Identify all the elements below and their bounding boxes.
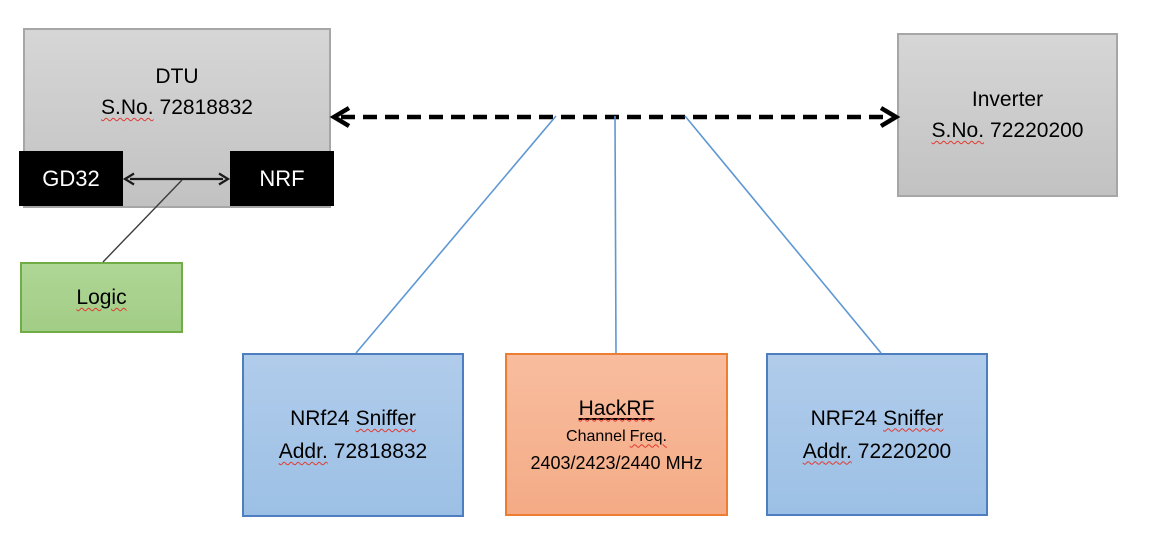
- arrowhead-left-icon: [329, 106, 351, 128]
- sniffer-right-addr-value: 72220200: [857, 439, 952, 463]
- inverter-serial-value: 72220200: [990, 119, 1084, 142]
- sniffer-right-addr-line: Addr.72220200: [803, 435, 951, 468]
- inverter-box: Inverter S.No.72220200: [897, 33, 1118, 197]
- hackrf-title: HackRF: [579, 397, 655, 420]
- tap-line-hackrf: [614, 115, 617, 354]
- inverter-serial-line: S.No.72220200: [932, 115, 1084, 146]
- hackrf-frequencies: 2403/2423/2440 MHz: [530, 452, 703, 473]
- arrowhead-right-icon: [879, 106, 901, 128]
- nrf-label: NRF: [259, 165, 305, 191]
- sniffer-right-name-word: Sniffer: [883, 406, 944, 430]
- dtu-serial-line: S.No.72818832: [101, 92, 253, 123]
- sniffer-left-addr-label: Addr.: [278, 440, 328, 463]
- hackrf-channel-prefix: Channel: [566, 427, 626, 445]
- hackrf-title-text: HackRF: [578, 396, 655, 420]
- sniffer-right-addr-label: Addr.: [802, 439, 852, 463]
- dtu-serial-label: S.No.: [101, 96, 154, 119]
- sniffer-left-name-word: Sniffer: [355, 407, 416, 430]
- hackrf-title-line: HackRF: [579, 394, 655, 424]
- sniffer-left-name-prefix: NRf24: [290, 407, 350, 430]
- nrf-chip: NRF: [230, 151, 334, 206]
- logic-label: Logic: [76, 286, 127, 309]
- inverter-serial-label: S.No.: [931, 119, 985, 142]
- sniffer-right-name-prefix: NRF24: [810, 406, 878, 430]
- logic-box: Logic: [20, 262, 183, 333]
- tap-line-sniffer-left: [355, 115, 557, 354]
- tap-line-sniffer-right: [684, 115, 882, 354]
- dtu-title: DTU: [155, 65, 199, 88]
- hackrf-channel-word: Freq.: [629, 427, 667, 445]
- inverter-title: Inverter: [971, 88, 1044, 111]
- gd32-label: GD32: [42, 165, 100, 191]
- gd32-chip: GD32: [19, 151, 123, 206]
- dtu-serial-value: 72818832: [159, 96, 253, 119]
- sniffer-left-addr-line: Addr.72818832: [279, 435, 427, 468]
- sniffer-left-addr-value: 72818832: [333, 440, 428, 463]
